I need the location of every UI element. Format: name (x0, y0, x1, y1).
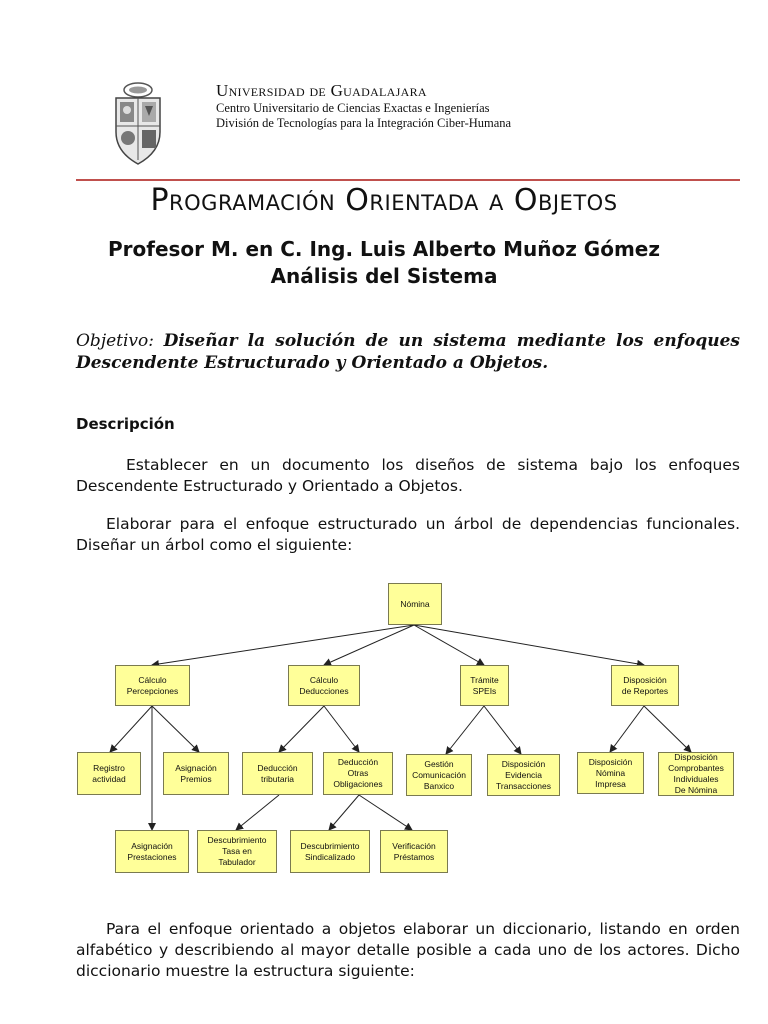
objective-text: Diseñar la solución de un sistema median… (76, 331, 740, 373)
node-disposicion-reportes: Disposición de Reportes (611, 665, 679, 706)
node-descubrimiento-sindicalizado: Descubrimiento Sindicalizado (290, 830, 370, 873)
edge-ded-otras (323, 705, 360, 753)
objective-label: Objetivo: (76, 331, 154, 351)
node-disposicion-comprobantes: Disposición Comprobantes Individuales De… (658, 752, 734, 796)
edge-disp-comp (643, 705, 692, 753)
university-division: División de Tecnologías para la Integrac… (216, 116, 512, 130)
node-verificacion-prestamos: Verificación Préstamos (380, 830, 448, 873)
node-calculo-percepciones: Cálculo Percepciones (115, 665, 190, 706)
edge-disp-nomina (609, 705, 645, 753)
header-divider (76, 179, 740, 181)
node-asignacion-prestaciones: Asignación Prestaciones (115, 830, 189, 873)
node-gestion-banxico: Gestión Comunicación Banxico (406, 754, 472, 796)
university-name: Universidad de Guadalajara (216, 81, 427, 100)
node-deduccion-otras: Deducción Otras Obligaciones (323, 752, 393, 795)
edge-ded-trib (278, 705, 325, 753)
node-asignacion-premios: Asignación Premios (163, 752, 229, 795)
university-crest-logo (115, 82, 161, 165)
edge-trib-tasa (235, 794, 280, 831)
node-tramite-speis: Trámite SPEIs (460, 665, 509, 706)
edge-nomina-disp (413, 624, 645, 668)
edge-tramite-gestion (445, 705, 485, 755)
objective-paragraph: Objetivo: Diseñar la solución de un sist… (76, 330, 740, 374)
paragraph-2: Elaborar para el enfoque estructurado un… (76, 515, 740, 554)
node-disposicion-nomina: Disposición Nómina Impresa (577, 752, 644, 794)
paragraph-3: Para el enfoque orientado a objetos elab… (76, 920, 740, 980)
edge-otras-verif (358, 794, 413, 831)
node-calculo-deducciones: Cálculo Deducciones (288, 665, 360, 706)
edge-nomina-tramite (413, 624, 485, 666)
node-registro-actividad: Registro actividad (77, 752, 141, 795)
edge-perc-registro (109, 705, 153, 753)
edge-nomina-perc (151, 624, 415, 668)
document-subtitle: Análisis del Sistema (270, 264, 498, 288)
functional-dependency-tree: Nómina Cálculo Percepciones Cálculo Dedu… (74, 578, 738, 878)
node-disposicion-evidencia: Disposición Evidencia Transacciones (487, 754, 560, 796)
document-title: Programación Orientada a Objetos (150, 183, 618, 218)
university-center: Centro Universitario de Ciencias Exactas… (216, 101, 490, 115)
paragraph-1: Establecer en un documento los diseños d… (76, 456, 740, 495)
node-deduccion-tributaria: Deducción tributaria (242, 752, 313, 795)
node-nomina: Nómina (388, 583, 442, 625)
node-descubrimiento-tasa: Descubrimiento Tasa en Tabulador (197, 830, 277, 873)
edge-perc-premios (151, 705, 200, 753)
description-heading: Descripción (76, 415, 175, 433)
edge-otras-sind (328, 794, 360, 831)
edge-tramite-evid (483, 705, 522, 755)
edge-nomina-ded (323, 624, 415, 666)
professor-name: Profesor M. en C. Ing. Luis Alberto Muño… (108, 237, 660, 261)
tree-edges (109, 624, 692, 831)
